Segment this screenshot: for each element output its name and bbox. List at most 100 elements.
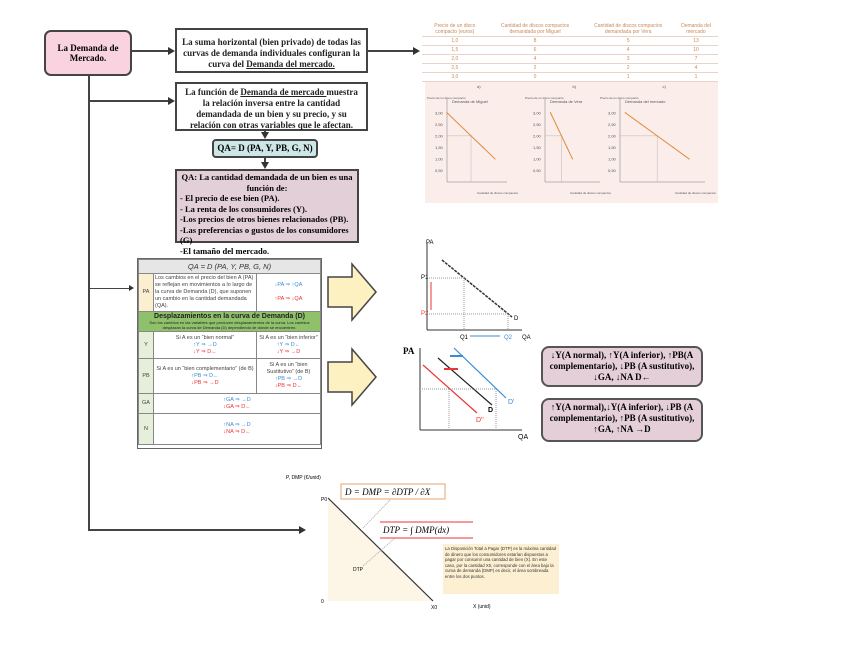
shift-sub: Son los cambios en las variables que pro…	[149, 320, 310, 330]
chart-2: 0,501,001,502,002,503,00c)Demanda del me…	[600, 84, 716, 195]
block-arrow-icon	[327, 347, 377, 407]
table-cell: 1,0	[422, 36, 488, 46]
data-point	[494, 158, 496, 160]
chart-title: Demanda de Vera	[550, 99, 583, 104]
table-cell: 1	[673, 72, 718, 82]
function-box: La función de Demanda de mercado muestra…	[175, 82, 368, 131]
col-header: Cantidad de discos compactos demandada p…	[487, 22, 583, 37]
data-point	[571, 158, 574, 160]
table-cell: 2	[487, 63, 583, 73]
horizontal-sum-box: La suma horizontal (bien privado) de tod…	[175, 28, 368, 73]
y-tick: 2,00	[608, 133, 617, 138]
pb-sust: Si A es un “bien Sustitutivo” (de B)	[266, 362, 311, 375]
x-label: QA	[518, 434, 528, 441]
table-cell: 4	[673, 63, 718, 73]
g-up: ↑GA ⇒ →D	[223, 396, 251, 403]
arrow-icon	[413, 47, 420, 55]
factors-title: QA: La cantidad demandada de un bien es …	[181, 172, 353, 193]
table-cell: 2,0	[422, 54, 488, 64]
y-normal-down: ↓Y ⇒ D←	[193, 348, 217, 355]
d-prime-label: D'	[508, 399, 514, 406]
row-label: PA	[138, 273, 154, 312]
x-label: Cantidad de discos compactos	[477, 191, 518, 195]
factor-item: -Las preferencias o gustos de los consum…	[180, 224, 349, 246]
pb-sust-down: ↓PB ⇒ D←	[274, 383, 303, 389]
demand-curve-d	[437, 357, 493, 406]
y-tick: 0,50	[608, 168, 617, 173]
y-inferior: Si A es un “bien inferior”	[259, 334, 318, 341]
y-tick: 1,00	[533, 156, 542, 161]
connector-trunk	[88, 75, 90, 531]
connector-3	[89, 288, 129, 289]
table-cell: 2,5	[422, 63, 488, 73]
table-cell: 3	[582, 54, 674, 64]
box1-text: La suma horizontal (bien privado) de tod…	[182, 37, 361, 69]
d-label: D	[514, 316, 519, 322]
table-cell: 7	[673, 54, 718, 64]
y-tick: 3,00	[533, 110, 542, 115]
box2-text-post: muestra la relación inversa entre la can…	[189, 87, 358, 130]
data-point	[549, 112, 552, 114]
q2-label: Q2	[504, 335, 513, 341]
factors-box: QA: La cantidad demandada de un bien es …	[175, 169, 359, 256]
arrow-icon	[299, 526, 306, 534]
x0-label: X0	[431, 605, 437, 611]
data-point	[688, 158, 690, 160]
data-point	[640, 123, 642, 125]
panel-label: b)	[573, 84, 577, 89]
pb-comp-up: ↑PB ⇒ D←	[191, 372, 219, 379]
chart-title: Demanda del mercado	[625, 99, 666, 104]
y-label: Precio de un disco compacto	[427, 96, 466, 100]
connector-5	[368, 50, 414, 52]
x-label: Cantidad de discos compactos	[570, 191, 611, 195]
arrow-icon	[261, 162, 269, 169]
table-cell: 0	[487, 72, 583, 82]
table-cell: 5	[582, 36, 674, 46]
x-label: Cantidad de discos compactos	[675, 191, 716, 195]
price-table: Precio de un disco compacto (euros)Canti…	[422, 22, 718, 82]
g-down: ↓GA ⇒ D←	[223, 403, 251, 410]
y-tick: 1,50	[533, 145, 542, 150]
chart-0: 0,501,001,502,002,503,00a)Demanda de Mig…	[427, 84, 518, 195]
table-cell: 6	[487, 45, 583, 55]
row-label: GA	[138, 393, 154, 414]
p1-label: P1	[421, 275, 429, 281]
table-cell: 3,0	[422, 72, 488, 82]
y-tick: 2,50	[435, 122, 444, 127]
table-cell: 1,5	[422, 45, 488, 55]
y-tick: 2,00	[435, 133, 444, 138]
y-inferior-down: ↓Y ⇒ →D	[276, 348, 301, 355]
pointer	[362, 498, 392, 529]
data-point	[624, 112, 626, 114]
data-point	[482, 146, 484, 148]
factor-item: -Los precios de otros bienes relacionado…	[180, 214, 349, 224]
movement-graph: PA P1 P2 Q1 Q2 QA D	[421, 240, 531, 341]
table-cell: 13	[673, 36, 718, 46]
y-tick: 3,00	[608, 110, 617, 115]
table-cell: 8	[487, 36, 583, 46]
connector-7	[264, 157, 266, 163]
y-label: PA	[426, 240, 434, 246]
table-cell: 4	[582, 45, 674, 55]
table-cell: 1	[582, 72, 674, 82]
y-inferior-up: ↑Y ⇒ D←	[276, 341, 301, 348]
equation-1: D = DMP = ∂DTP / ∂X	[344, 487, 431, 497]
table-title: QA = D (PA, Y, PB, G, N)	[138, 259, 321, 274]
table-cell: 4	[487, 54, 583, 64]
chart-title: Demanda de Miguel	[452, 99, 488, 104]
shift-title: Desplazamientos en la curva de Demanda (…	[154, 313, 305, 320]
col-header: Precio de un disco compacto (euros)	[422, 22, 488, 37]
factor-item: - La renta de los consumidores (Y).	[180, 203, 307, 214]
formula-pill: QA= D (PA, Y, PB, G, N)	[212, 139, 318, 158]
pa-text: Los cambios en el precio del bien A (PA)…	[153, 273, 257, 312]
right-shift-box: ↑Y(A normal),↓Y(A inferior), ↓PB (A comp…	[541, 398, 703, 442]
n-down: ↓NA ⇒ D←	[223, 429, 251, 435]
demand-charts: 0,501,001,502,002,503,00a)Demanda de Mig…	[425, 82, 718, 203]
arrow-icon	[168, 47, 175, 55]
col-header: Demanda del mercado	[673, 22, 718, 37]
y-tick: 3,00	[435, 110, 444, 115]
root-node: La Demanda de Mercado.	[44, 30, 132, 76]
